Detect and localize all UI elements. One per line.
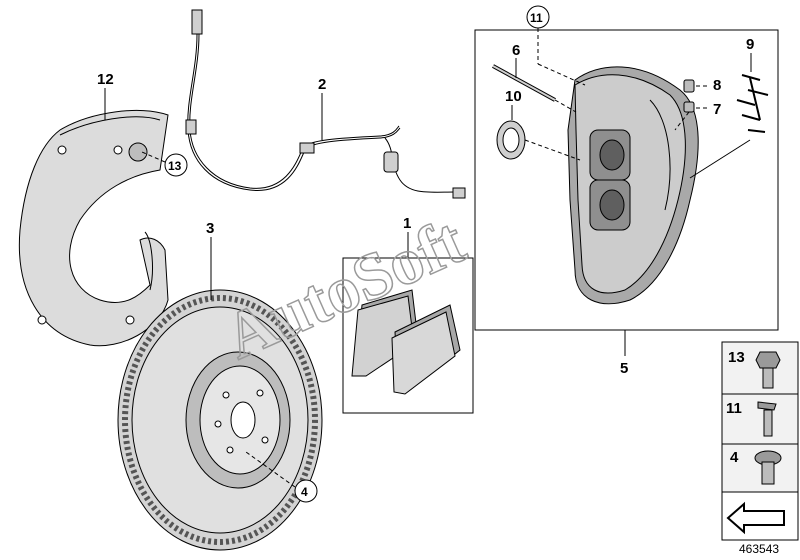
svg-text:1: 1 [403,215,411,232]
brake-shield[interactable] [18,109,169,347]
bleeder-screw[interactable] [683,79,695,113]
callout-5: 5 [620,330,628,377]
guide-pin[interactable] [492,64,556,102]
callout-8: 8 [696,77,721,94]
fastener-legend: 13 11 4 [721,341,799,541]
callout-1: 1 [403,215,411,258]
callout-9: 9 [746,36,754,72]
screw-icon [757,401,777,437]
svg-text:13: 13 [728,349,745,366]
callout-11: 11 [526,5,586,86]
svg-text:6: 6 [512,42,520,59]
svg-text:12: 12 [97,71,114,88]
svg-text:8: 8 [713,77,721,94]
svg-text:7: 7 [713,101,721,118]
hex-socket-bolt-icon [754,450,782,485]
svg-text:4: 4 [730,449,739,466]
svg-text:11: 11 [530,11,543,25]
callout-2: 2 [318,76,326,140]
svg-text:10: 10 [505,88,522,105]
callout-7: 7 [696,101,721,118]
svg-text:4: 4 [301,485,308,499]
spring-clip[interactable] [736,74,769,133]
callout-3: 3 [206,220,214,300]
brake-caliper[interactable] [567,66,699,305]
callout-4: 4 [245,451,318,503]
callout-10: 10 [505,88,522,120]
svg-text:11: 11 [726,400,742,417]
reference-number: 463543 [739,542,779,556]
arrow-icon [726,501,785,535]
callout-13: 13 [141,151,188,177]
svg-text:3: 3 [206,220,214,237]
svg-text:5: 5 [620,360,628,377]
flange-bolt-icon [755,351,781,389]
svg-text:13: 13 [168,159,182,173]
callout-12: 12 [97,71,114,120]
brake-pads[interactable] [351,289,461,395]
seal-ring[interactable] [496,120,526,160]
svg-text:9: 9 [746,36,754,53]
svg-text:2: 2 [318,76,326,93]
callout-6: 6 [512,42,520,78]
brake-disc[interactable] [117,289,323,551]
brake-wear-sensor-cable[interactable] [185,9,466,199]
